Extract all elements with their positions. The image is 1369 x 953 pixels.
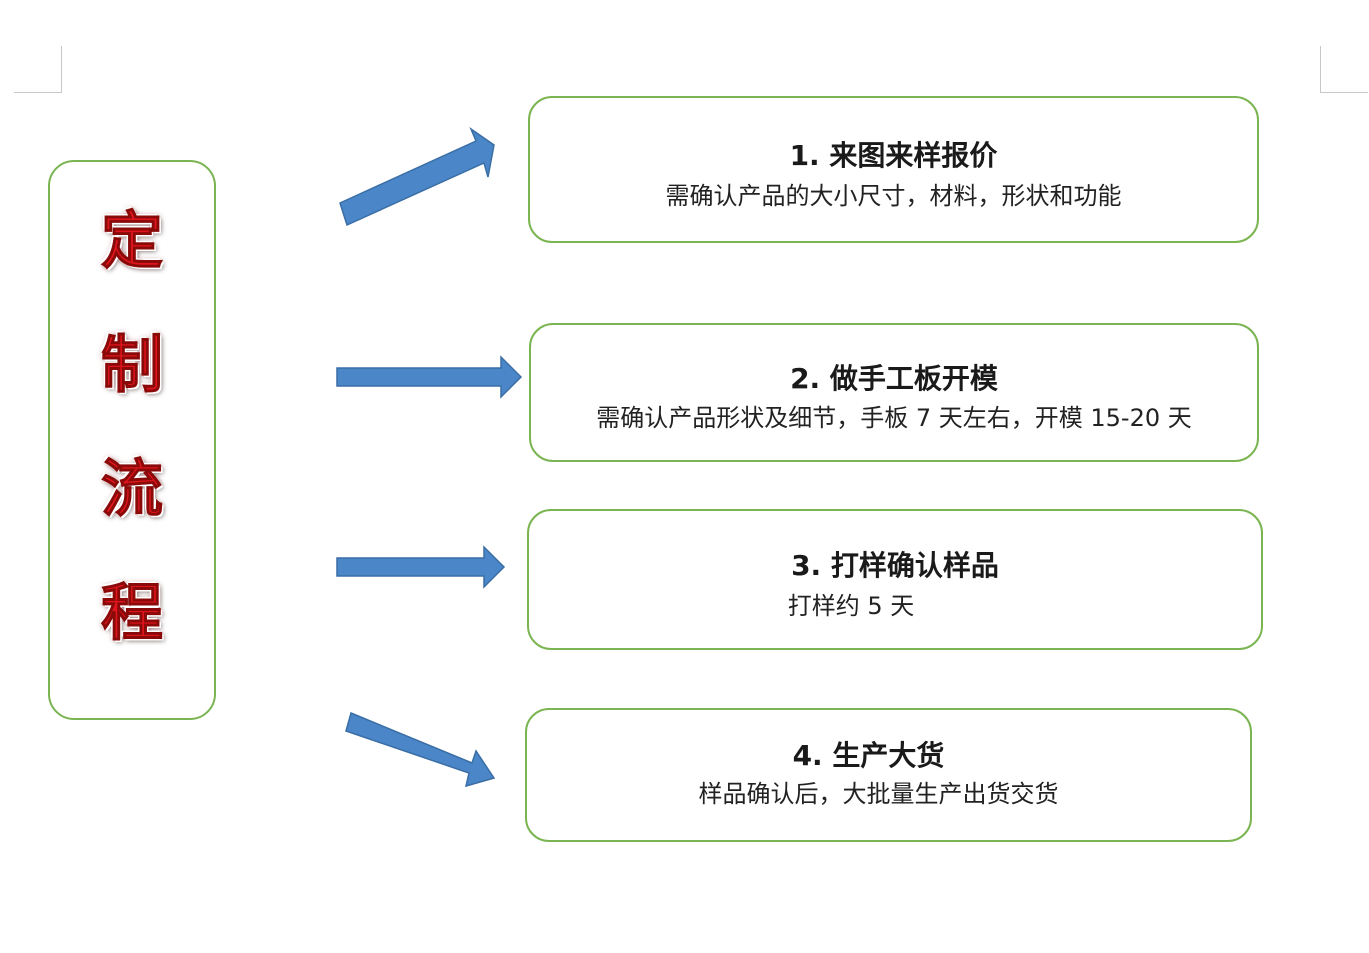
arrow-to-step-3: [336, 545, 506, 589]
step-description: 打样约 5 天: [787, 592, 915, 620]
step-description: 需确认产品形状及细节，手板 7 天左右，开模 15-20 天: [596, 404, 1192, 432]
page-corner-mark-top-left: [14, 46, 62, 93]
step-description: 需确认产品的大小尺寸，材料，形状和功能: [665, 182, 1122, 210]
title-char: 程: [100, 576, 163, 649]
step-title: 1. 来图来样报价: [789, 139, 998, 172]
step-card: 3. 打样确认样品 打样约 5 天: [527, 509, 1263, 650]
title-char: 定: [100, 204, 163, 277]
step-card: 2. 做手工板开模 需确认产品形状及细节，手板 7 天左右，开模 15-20 天: [529, 323, 1259, 462]
step-title: 2. 做手工板开模: [790, 362, 998, 395]
step-card: 1. 来图来样报价 需确认产品的大小尺寸，材料，形状和功能: [528, 96, 1259, 243]
arrow-to-step-4: [345, 711, 496, 788]
step-card: 4. 生产大货 样品确认后，大批量生产出货交货: [525, 708, 1252, 842]
process-title-box: 定 制 流 程: [48, 160, 216, 720]
step-title: 3. 打样确认样品: [791, 549, 999, 582]
step-title: 4. 生产大货: [792, 739, 945, 772]
arrow-to-step-2: [336, 355, 523, 399]
page-corner-mark-top-right: [1320, 46, 1368, 93]
title-char: 制: [100, 328, 163, 401]
arrow-to-step-1: [339, 126, 495, 227]
title-char: 流: [100, 452, 163, 525]
step-description: 样品确认后，大批量生产出货交货: [698, 780, 1059, 808]
